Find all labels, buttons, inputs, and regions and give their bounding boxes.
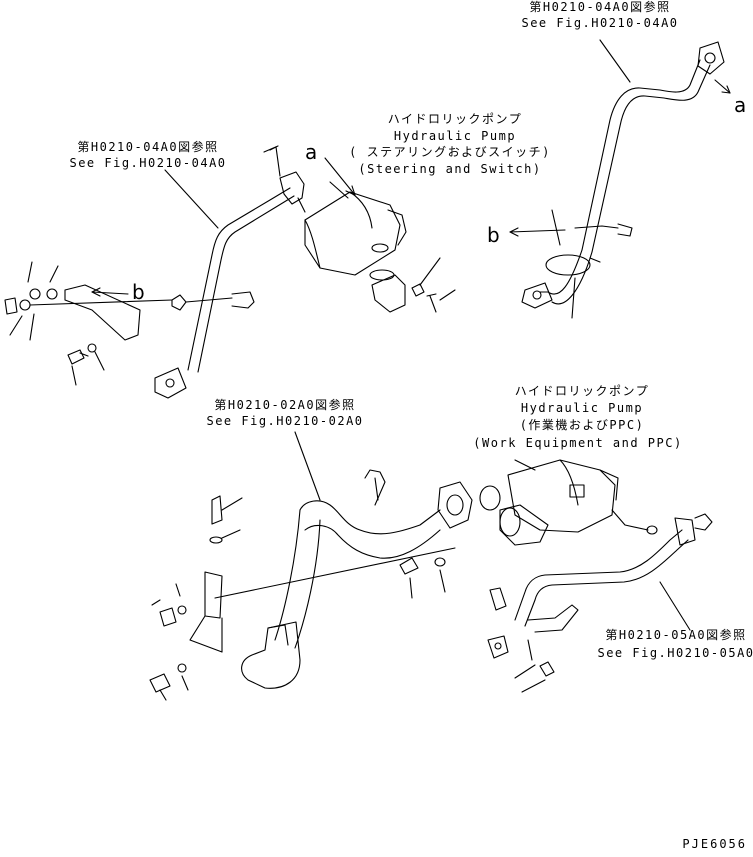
ref-top-left-en: See Fig.H0210-04A0 — [69, 156, 227, 170]
marker-b-left: b — [132, 280, 145, 304]
arrow-a-right-line — [714, 79, 731, 94]
arrow-b-right-line — [509, 229, 566, 233]
arrow-b-left-head — [91, 287, 101, 297]
top-left-tube-assembly — [4, 145, 306, 399]
ref-top-left-jp: 第H0210-04A0図参照 — [77, 140, 219, 154]
leader-middle-ref — [294, 431, 321, 501]
steering-pump-sub-en: (Steering and Switch) — [358, 162, 542, 176]
steering-pump-label-jp: ハイドロリックポンプ — [387, 112, 523, 126]
leader-steering-b — [439, 289, 456, 301]
arrow-a-right-head — [721, 85, 731, 94]
drawing-code: PJE6056 — [682, 837, 747, 851]
marker-a-top: a — [305, 140, 318, 164]
leader-top-left-ref — [164, 169, 219, 229]
leader-steering-pump — [329, 181, 349, 199]
top-left-leader-ticks — [9, 261, 105, 386]
ref-top-right-jp: 第H0210-04A0図参照 — [529, 0, 671, 14]
top-right-tube-assembly — [521, 41, 725, 319]
bottom-right-tube-assembly — [487, 509, 713, 677]
work-equipment-pump — [479, 459, 619, 546]
middle-large-tube-assembly — [241, 469, 473, 689]
ref-middle-jp: 第H0210-02A0図参照 — [214, 398, 356, 412]
work-pump-label-en: Hydraulic Pump — [520, 401, 644, 415]
leader-bottom-right-ref — [659, 581, 691, 631]
marker-a-right: a — [734, 93, 747, 117]
steering-pump-label-en: Hydraulic Pump — [393, 129, 517, 143]
work-pump-sub-jp: (作業機およびPPC) — [519, 418, 645, 432]
arrow-b-right-head — [509, 227, 519, 237]
work-pump-label-jp: ハイドロリックポンプ — [514, 384, 650, 398]
marker-b-right: b — [487, 223, 500, 247]
middle-left-bracket — [149, 495, 456, 693]
leader-top-right-ref — [599, 39, 631, 83]
steering-pump — [304, 191, 437, 313]
arrow-a-top-line — [324, 157, 356, 196]
leader-steering-a — [419, 257, 441, 286]
ref-bottom-right-en: See Fig.H0210-05A0 — [597, 646, 753, 660]
arrow-b-left-line — [91, 291, 129, 295]
arrow-a-top-head — [345, 185, 356, 196]
steering-pump-sub-jp: ( ステアリングおよびスイッチ) — [349, 145, 551, 159]
bottom-right-leader-ticks — [514, 664, 546, 693]
ref-top-right-en: See Fig.H0210-04A0 — [521, 16, 679, 30]
ref-middle-en: See Fig.H0210-02A0 — [206, 414, 364, 428]
leader-work-pump — [514, 459, 536, 471]
middle-leader-ticks — [151, 497, 446, 701]
ref-bottom-right-jp: 第H0210-05A0図参照 — [605, 628, 747, 642]
work-pump-sub-en: (Work Equipment and PPC) — [473, 436, 683, 450]
